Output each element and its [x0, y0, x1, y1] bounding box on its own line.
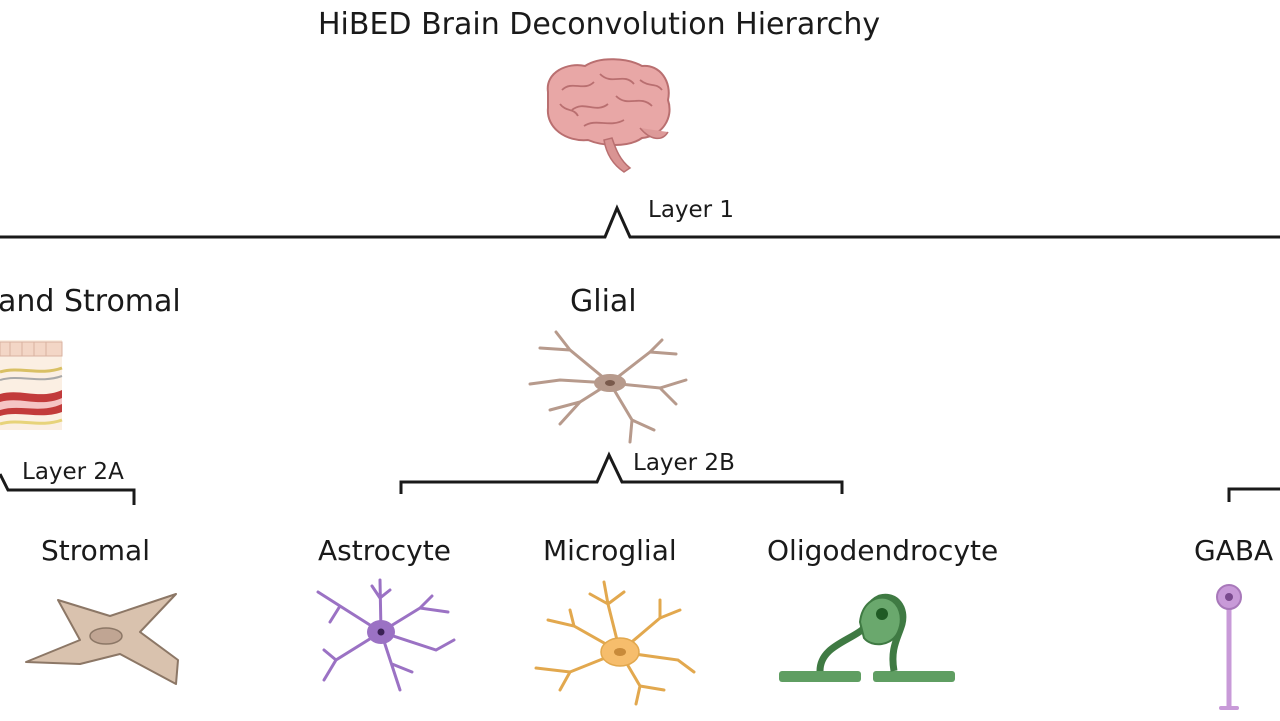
category-endothelial-stromal-label: and Stromal	[0, 284, 181, 319]
layer-2b-bracket	[399, 451, 844, 494]
layer-2a-label: Layer 2A	[22, 459, 124, 485]
microglial-cell-icon	[534, 580, 696, 706]
glial-cell-icon	[528, 330, 688, 444]
stromal-cell-icon	[25, 593, 179, 685]
layer-2a-bracket	[0, 473, 136, 505]
layer-2c-bracket-partial	[1227, 487, 1280, 502]
diagram-title: HiBED Brain Deconvolution Hierarchy	[318, 7, 881, 42]
category-glial-label: Glial	[570, 284, 637, 319]
layer-2b-label: Layer 2B	[633, 450, 735, 476]
astrocyte-icon	[316, 578, 456, 692]
cell-type-astrocyte-label: Astrocyte	[318, 534, 451, 567]
brain-icon	[546, 58, 671, 173]
oligodendrocyte-icon	[779, 593, 955, 682]
cell-type-oligodendrocyte-label: Oligodendrocyte	[767, 534, 999, 567]
cell-type-stromal-label: Stromal	[41, 534, 150, 567]
gaba-neuron-icon	[1216, 584, 1242, 710]
cell-type-microglial-label: Microglial	[543, 534, 677, 567]
endothelial-stromal-tissue-icon	[0, 340, 63, 430]
cell-type-gaba-label: GABA	[1194, 534, 1274, 567]
layer-1-bracket	[0, 204, 1280, 239]
layer-1-label: Layer 1	[648, 197, 735, 223]
